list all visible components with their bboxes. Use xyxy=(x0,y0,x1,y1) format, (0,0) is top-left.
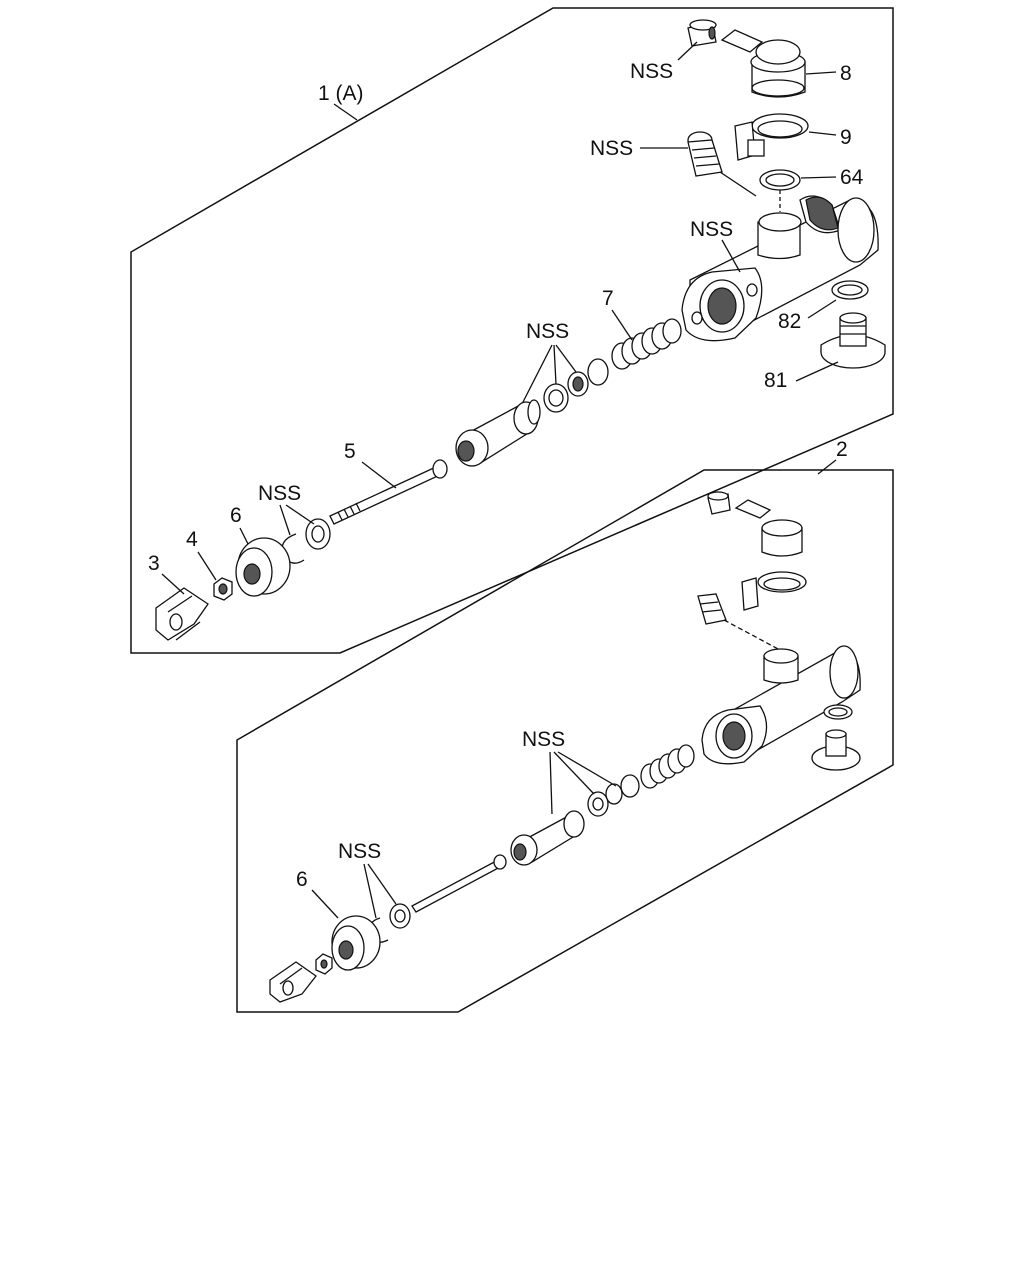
callout-8: 8 xyxy=(840,62,852,85)
nut-part xyxy=(213,577,233,601)
callout-6-2: 6 xyxy=(296,868,308,891)
callout-nss-ring: NSS xyxy=(258,482,301,505)
push-rod-part xyxy=(329,459,448,525)
callout-4: 4 xyxy=(186,528,198,551)
clamp-part xyxy=(734,113,809,161)
callout-64: 64 xyxy=(840,166,864,189)
callout-nss-seals: NSS xyxy=(526,320,569,343)
piston-part-2 xyxy=(510,810,585,866)
assembly-2-label: 2 xyxy=(836,438,848,461)
spring-part xyxy=(611,318,682,370)
o-ring-64-part xyxy=(759,169,801,191)
callout-nss-seals-2: NSS xyxy=(522,728,565,751)
callout-9: 9 xyxy=(840,126,852,149)
assembly-1: 1 (A) NSS 8 9 xyxy=(130,7,894,654)
o-ring-82-part xyxy=(831,280,869,300)
callout-nss-ring-2: NSS xyxy=(338,840,381,863)
boot-part xyxy=(235,537,291,597)
callout-3: 3 xyxy=(148,552,160,575)
clevis-part xyxy=(155,587,209,641)
retaining-ring-part-2 xyxy=(368,903,411,943)
cylinder-body-part-2 xyxy=(701,645,861,765)
o-ring-part-2 xyxy=(823,704,853,720)
reservoir-cap-part xyxy=(720,29,806,98)
plug-part-2 xyxy=(811,729,861,771)
piston-part xyxy=(455,399,541,467)
hose-nipple-part xyxy=(687,19,717,47)
spring-part-2 xyxy=(640,744,695,789)
seal-cups-part-2 xyxy=(587,774,640,817)
boot-part-2 xyxy=(331,915,381,971)
assembly-2-frame xyxy=(236,469,894,1013)
callout-nss-valve: NSS xyxy=(590,137,633,160)
callout-nss-housing: NSS xyxy=(690,218,733,241)
nut-part-2 xyxy=(315,953,333,975)
push-rod-part-2 xyxy=(411,854,507,913)
assembly-2: 2 xyxy=(236,438,894,1013)
plug-part xyxy=(820,312,886,369)
assembly-1-frame xyxy=(130,7,894,654)
callout-7: 7 xyxy=(602,287,614,310)
callout-81: 81 xyxy=(764,369,787,392)
callout-6: 6 xyxy=(230,504,242,527)
valve-part xyxy=(687,131,757,197)
cylinder-body-part xyxy=(681,195,879,342)
seal-cups-part xyxy=(543,358,609,413)
clamp-part-2 xyxy=(741,571,807,611)
callout-82: 82 xyxy=(778,310,801,333)
clevis-part-2 xyxy=(269,961,317,1003)
callout-nss-top-left: NSS xyxy=(630,60,673,83)
valve-part-2 xyxy=(697,593,781,651)
callout-5: 5 xyxy=(344,440,356,463)
reservoir-cap-part-2 xyxy=(707,491,803,557)
assembly-1-label: 1 (A) xyxy=(318,82,364,105)
